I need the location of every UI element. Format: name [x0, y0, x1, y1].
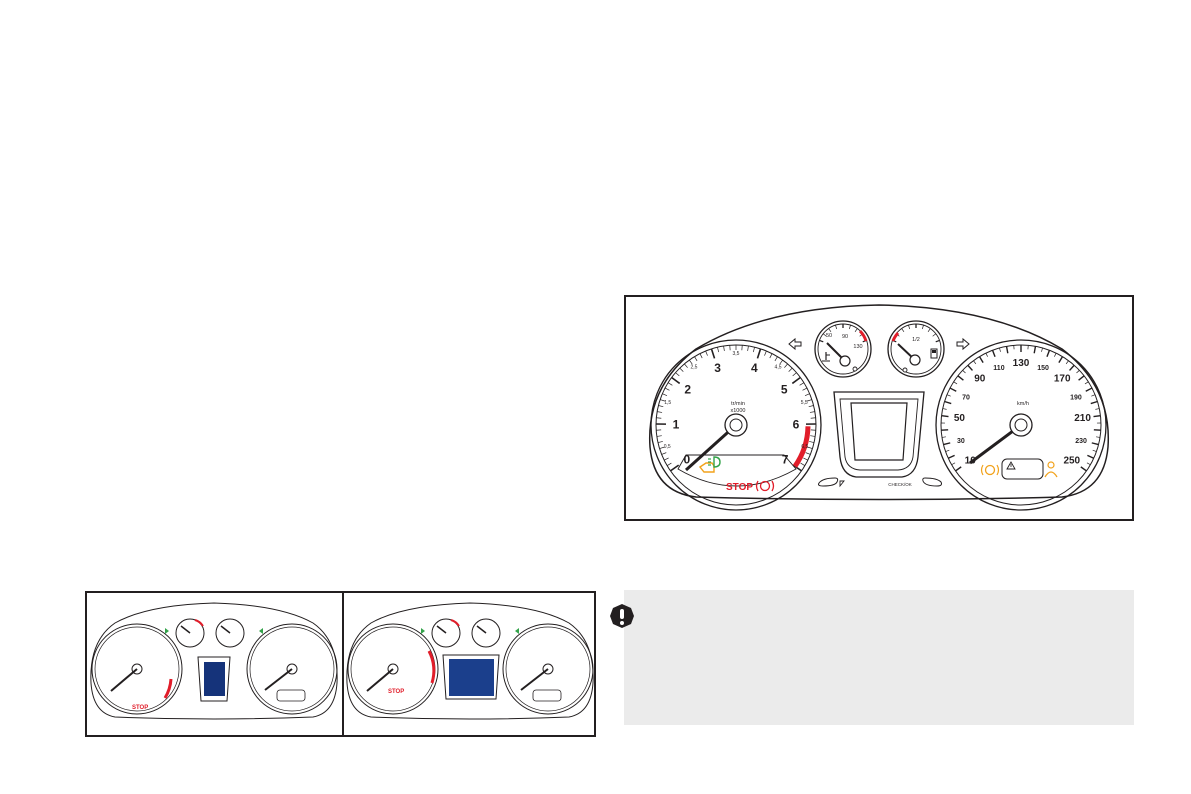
speed-number: 210	[1074, 413, 1091, 424]
left-turn-indicator-icon	[788, 337, 802, 351]
small-right-screen	[449, 659, 494, 696]
fuel-gauge: 1/2	[887, 320, 945, 378]
speed-number: 110	[993, 365, 1004, 372]
right-turn-indicator-icon	[956, 337, 970, 351]
small-left-stop-label: STOP	[132, 705, 148, 711]
main-cluster-drawing: 0 1 2 3 4 5 6 7 0,5 1,5 2,5 3,5 4,5 5,5 6,5 tr/min x1…	[648, 304, 1110, 511]
speed-number: 150	[1037, 365, 1049, 372]
speed-number: 190	[1070, 394, 1082, 401]
tach-minor-label: 5,5	[801, 400, 808, 406]
check-ok-label: CHECK/OK	[888, 482, 912, 487]
speed-unit: km/h	[1017, 401, 1029, 407]
cluster-variant-right: STOP	[346, 602, 594, 720]
speed-number: 230	[1075, 438, 1087, 445]
speed-number: 250	[1063, 456, 1080, 467]
central-display	[833, 391, 925, 478]
check-button	[922, 477, 942, 487]
tach-minor-label: 6,5	[801, 444, 808, 450]
speed-number: 50	[954, 413, 966, 424]
tach-number: 7	[782, 452, 789, 466]
tach-number: 1	[673, 417, 680, 431]
tach-number: 3	[714, 361, 721, 375]
fuel-label-half: 1/2	[912, 337, 920, 343]
tach-unit-multiplier: x1000	[731, 408, 746, 414]
tach-number: 4	[751, 361, 758, 375]
small-right-stop-label: STOP	[388, 689, 404, 695]
hazard-triangle-icon	[1006, 461, 1016, 470]
tach-number: 0	[684, 452, 691, 466]
temperature-gauge: 50 90 130	[814, 320, 872, 378]
figure-divider	[342, 593, 344, 735]
speed-number: 70	[962, 394, 970, 401]
note-box	[624, 590, 1134, 725]
headlight-icon	[708, 456, 721, 468]
tach-minor-label: 1,5	[664, 400, 671, 406]
temp-label-mid: 90	[842, 334, 848, 340]
speed-number: 170	[1054, 374, 1071, 385]
tach-minor-label: 3,5	[733, 351, 740, 357]
tach-number: 6	[793, 417, 800, 431]
tach-minor-label: 0,5	[664, 444, 671, 450]
fuel-pump-icon	[930, 348, 938, 359]
small-cluster-figures: STOP STOP	[85, 591, 596, 737]
small-clusters-drawing: STOP STOP	[90, 602, 594, 720]
abs-warning-icon	[980, 464, 1000, 476]
speed-number: 130	[1013, 358, 1030, 369]
service-wrench-icon	[839, 480, 845, 488]
tach-minor-label: 2,5	[690, 365, 697, 371]
coolant-temperature-icon	[822, 352, 830, 362]
airbag-warning-icon	[1044, 461, 1058, 478]
exclamation-icon	[610, 604, 634, 628]
tach-minor-label: 4,5	[775, 365, 782, 371]
engine-warning-icon	[698, 462, 715, 473]
trip-reset-button	[818, 477, 839, 487]
cluster-variant-left: STOP	[90, 602, 338, 720]
speed-number: 30	[957, 438, 965, 445]
speedometer: 1030507090110130150170190210230250 km/h	[935, 339, 1107, 511]
small-left-screen	[204, 662, 225, 696]
temp-label-low: 50	[826, 333, 832, 339]
tach-unit-rpm: tr/min	[731, 401, 745, 407]
tach-number: 2	[684, 382, 691, 396]
stop-warning-label: STOP	[726, 482, 753, 493]
tachometer: 0 1 2 3 4 5 6 7 0,5 1,5 2,5 3,5 4,5 5,5 6,5 tr/min x1…	[650, 339, 822, 511]
main-cluster-figure: 0 1 2 3 4 5 6 7 0,5 1,5 2,5 3,5 4,5 5,5 6,5 tr/min x1…	[624, 295, 1134, 521]
temp-label-high: 130	[853, 344, 862, 350]
tach-warning-panel	[677, 454, 797, 487]
tach-number: 5	[781, 382, 788, 396]
speed-number: 90	[974, 374, 986, 385]
brake-warning-icon	[755, 480, 775, 492]
